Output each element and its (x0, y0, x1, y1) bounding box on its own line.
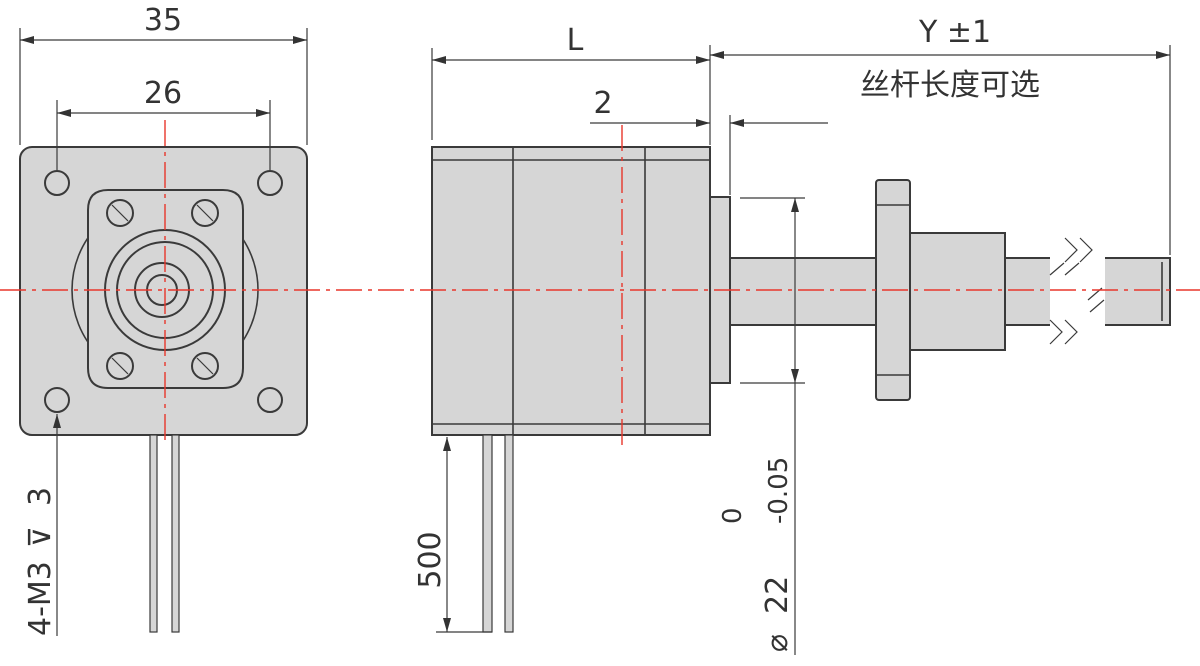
dim-L: L (567, 23, 584, 58)
depth-symbol: ⊽ (23, 526, 58, 548)
motor-body (431, 146, 711, 436)
tol-lower: -0.05 (764, 457, 794, 524)
break-gap (1050, 250, 1105, 333)
mounting-holes (44, 170, 283, 413)
thread-depth: 3 (23, 487, 58, 506)
dim-2: 2 (593, 86, 612, 121)
dim-500: 500 (413, 531, 448, 588)
side-lead-wires (482, 434, 514, 633)
lead-wires (149, 434, 180, 633)
dim-35: 35 (144, 3, 182, 38)
tol-upper: 0 (718, 507, 748, 524)
dim-Y: Y ±1 (918, 15, 991, 50)
break-marks (1049, 237, 1105, 345)
thread-note: 4-M3 (23, 561, 58, 636)
side-view: L 2 Y ±1 丝杆长度可选 500 ⌀ 22 0 -0.05 (0, 15, 1200, 655)
dim-26: 26 (144, 76, 182, 111)
dim-22: 22 (760, 576, 795, 614)
shaft (729, 257, 877, 326)
nut-hub (909, 232, 1006, 351)
screws (106, 199, 219, 380)
stroke-note: 丝杆长度可选 (860, 68, 1040, 103)
front-view: 35 26 4-M3 ⊽ 3 (19, 3, 308, 636)
diameter-symbol: ⌀ (760, 634, 795, 652)
